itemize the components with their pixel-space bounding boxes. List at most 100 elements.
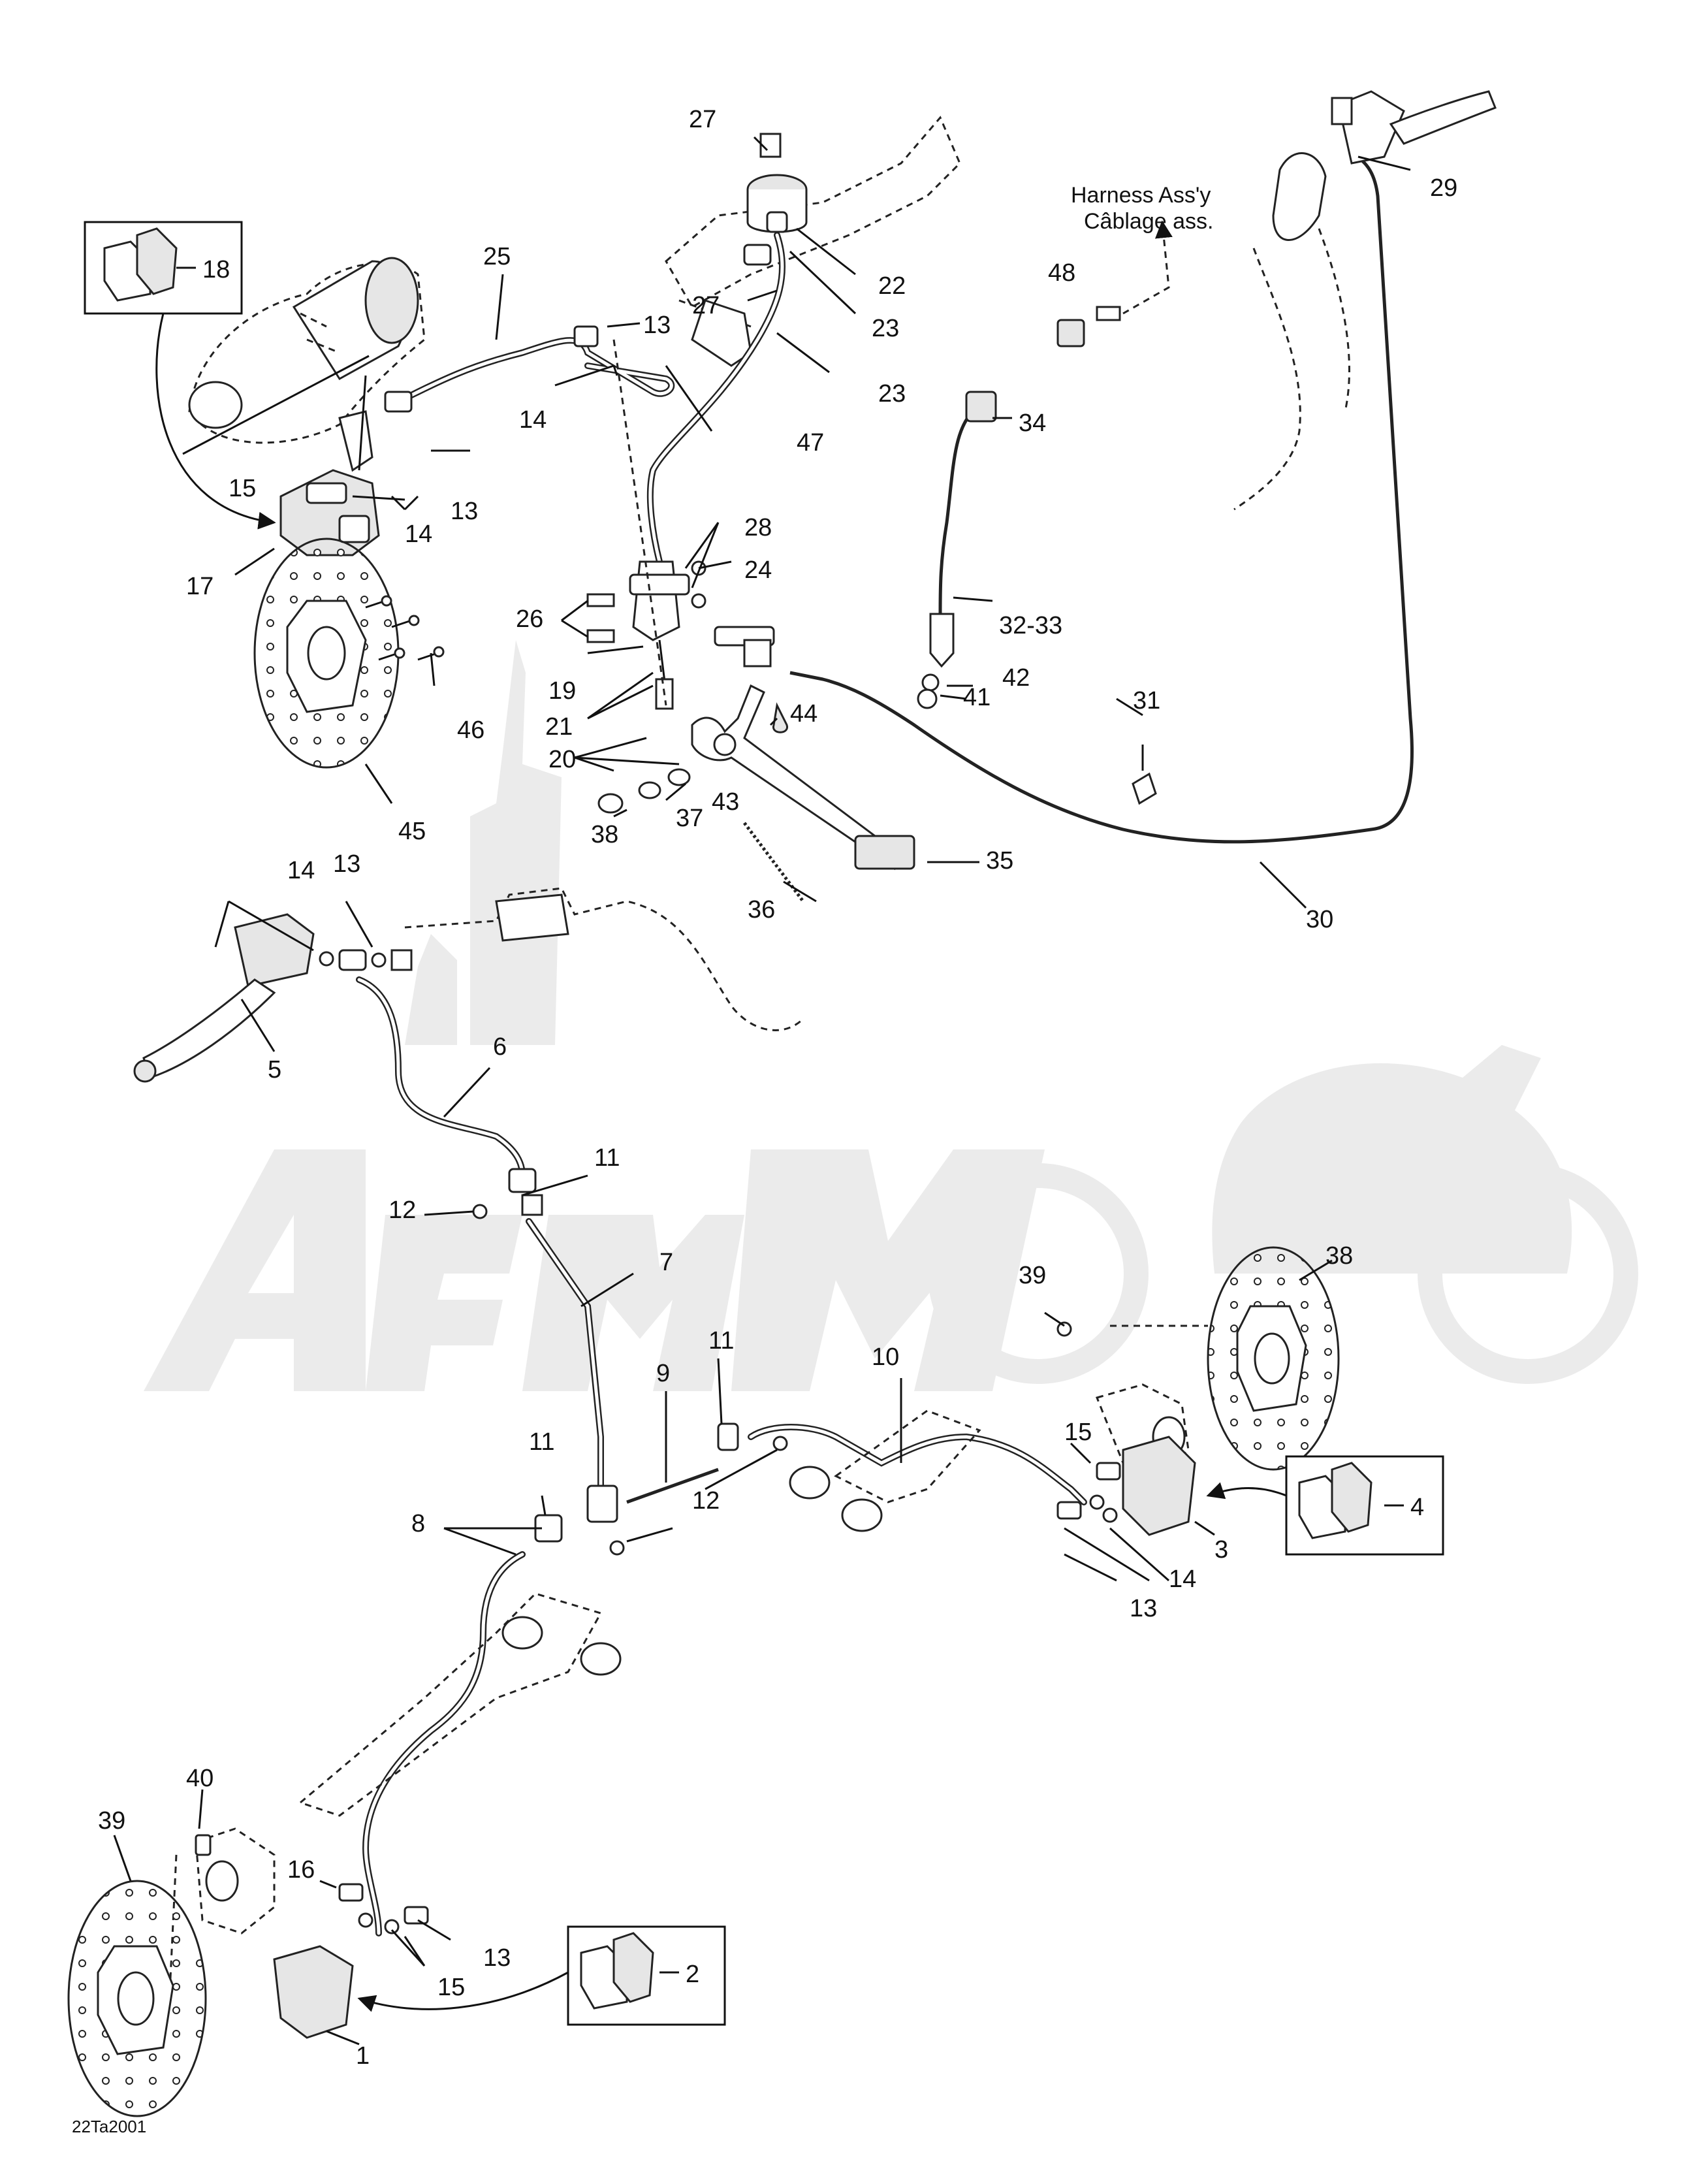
callout-37: 38: [591, 821, 618, 848]
callout-21: 22: [878, 272, 906, 300]
brake-light-switch: [917, 220, 1173, 709]
callout-11a: 11: [594, 1144, 620, 1172]
front-a-arms: [298, 1409, 981, 1817]
callout-15c: 16: [287, 1856, 315, 1884]
callout-5: 5: [268, 1056, 281, 1084]
callout-14d: 14: [1169, 1566, 1196, 1593]
callout-18: 19: [548, 677, 576, 705]
watermark: [144, 640, 1638, 1391]
rear-brake-caliper: [279, 410, 380, 556]
callout-28: 29: [1430, 174, 1457, 202]
figure-code: 22Ta2001: [72, 2117, 146, 2136]
callout-20: 21: [545, 713, 573, 741]
callout-17: 18: [202, 256, 230, 283]
callout-22: 23: [878, 380, 906, 408]
left-front-disc: [67, 1880, 207, 2117]
harness-note-line-2: Câblage ass.: [1084, 209, 1213, 234]
callout-45: 46: [457, 716, 484, 744]
right-front-caliper: [1056, 1436, 1196, 1536]
callout-39a: 39: [1019, 1262, 1046, 1289]
front-brake-lines: [356, 976, 1087, 1936]
callout-14c: 14: [287, 857, 315, 884]
rear-brake-lever: [1331, 90, 1497, 165]
callout-27a: 27: [692, 292, 720, 319]
left-front-knuckle: [168, 1827, 276, 1993]
callout-27b: 28: [744, 514, 772, 541]
callout-34: 35: [986, 847, 1013, 875]
callout-14a: 14: [405, 521, 432, 548]
callout-14b: 14: [519, 406, 547, 434]
callout-labels: 1 2 3 4 5 6 7 8 9 10 11 11 11 12 12 13 1…: [98, 106, 1457, 2070]
callout-12b: 12: [692, 1487, 720, 1515]
rear-master-cylinder: [586, 339, 706, 710]
right-disc-bolt: [1056, 1321, 1072, 1337]
callout-13d: 13: [1130, 1595, 1157, 1622]
callout-14e: 15: [437, 1974, 465, 2001]
handlebar: [404, 887, 804, 1031]
callout-13a: 13: [451, 498, 478, 525]
reservoir-hose: [646, 232, 786, 565]
rear-brake-line: [384, 325, 675, 413]
callout-40: 41: [963, 684, 991, 711]
front-master-cylinder: [234, 913, 413, 988]
callout-23b: 24: [744, 556, 772, 584]
callout-4: 4: [1410, 1494, 1424, 1521]
callout-46: 47: [797, 429, 824, 457]
pedal-small-parts: [597, 702, 804, 903]
right-pad-pointer: [1206, 1482, 1287, 1500]
callout-13c: 13: [333, 850, 360, 878]
rear-pad-inset-box: [84, 221, 243, 315]
callout-11b: 11: [708, 1327, 734, 1355]
callout-13b: 13: [643, 312, 671, 339]
callout-36: 37: [676, 805, 703, 832]
callout-6: 6: [493, 1033, 507, 1061]
harness-note-line-1: Harness Ass'y: [1071, 183, 1211, 208]
callout-41: 42: [1002, 664, 1030, 692]
callout-8: 8: [411, 1510, 425, 1537]
leader-lines: [113, 136, 1411, 2046]
callout-15a: 15: [229, 475, 256, 502]
left-front-pad-inset-box: [567, 1925, 726, 2026]
callout-11c: 11: [529, 1428, 554, 1456]
callout-1: 1: [356, 2042, 370, 2070]
callout-31: 32-33: [999, 612, 1062, 639]
callout-9: 9: [656, 1360, 670, 1387]
callout-39b: 40: [186, 1765, 214, 1792]
callout-2: 2: [686, 1961, 699, 1988]
callout-32-33: 34: [1019, 410, 1046, 437]
callout-10: 10: [872, 1343, 899, 1371]
rear-brake-disc: [253, 538, 400, 769]
callout-25: 26: [516, 605, 543, 633]
right-front-pad-inset-box: [1285, 1455, 1444, 1556]
callout-15b: 15: [1064, 1419, 1092, 1446]
brake-fluid-reservoir: [743, 133, 808, 266]
callout-35: 36: [748, 896, 775, 923]
rear-brake-cable: [789, 155, 1414, 844]
callout-19: 20: [548, 746, 576, 773]
callout-24: 25: [483, 243, 511, 270]
callout-3: 3: [1214, 1536, 1228, 1564]
left-front-caliper: [195, 1834, 429, 2039]
harness-note: Harness Ass'y Câblage ass.: [1071, 183, 1213, 234]
rear-axle-housing: [188, 257, 426, 444]
front-brake-lever: [133, 978, 276, 1083]
callout-30: 31: [1133, 687, 1160, 715]
callout-12a: 12: [389, 1196, 416, 1224]
brake-pedal-assembly: [691, 626, 915, 871]
rear-pad-pointer: [155, 313, 276, 530]
callout-29: 30: [1306, 906, 1333, 933]
callout-38a: 38: [1325, 1242, 1353, 1270]
callout-7: 7: [659, 1249, 673, 1276]
callout-26: 27: [689, 106, 716, 133]
callout-43: 44: [790, 700, 817, 728]
callout-47: 48: [1048, 259, 1075, 287]
callout-23a: 23: [872, 315, 899, 342]
callout-44: 45: [398, 818, 426, 845]
rear-disc-bolts: [365, 595, 445, 661]
callout-16: 17: [186, 573, 214, 600]
callout-13e: 13: [483, 1944, 511, 1972]
right-front-disc: [1207, 1246, 1340, 1471]
right-handlebar: [1233, 152, 1350, 511]
callout-42: 43: [712, 788, 739, 816]
